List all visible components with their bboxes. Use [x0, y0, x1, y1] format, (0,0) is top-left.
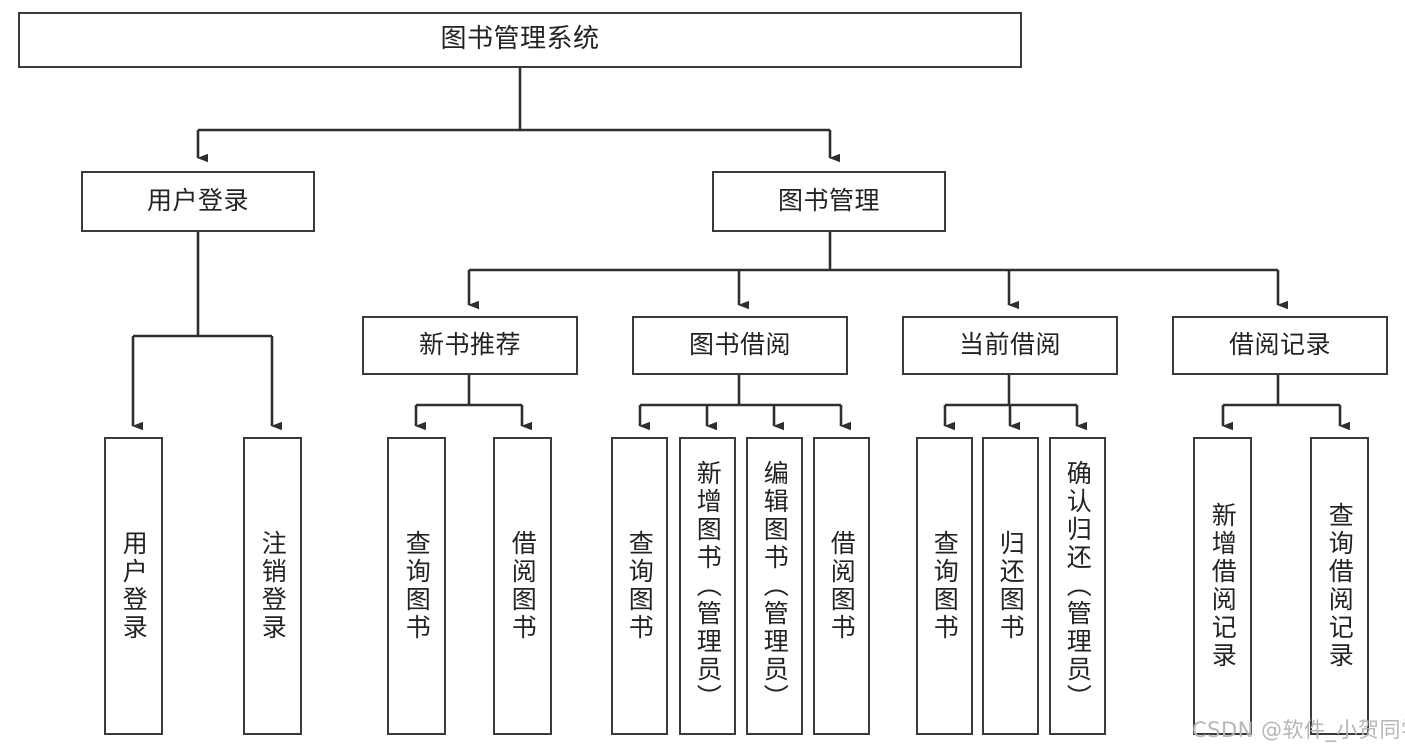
- node-label: 新增图书（管理员）: [693, 460, 723, 712]
- node-label: 用户登录: [119, 530, 149, 642]
- node-label: 查询图书: [402, 530, 432, 642]
- leaf-current-query-book[interactable]: 查询图书: [916, 437, 973, 735]
- node-label: 用户登录: [146, 186, 249, 216]
- node-label: 新增借阅记录: [1208, 502, 1238, 670]
- leaf-record-add-record[interactable]: 新增借阅记录: [1193, 437, 1252, 735]
- edge-group-user-login: [131, 232, 282, 431]
- node-book-management[interactable]: 图书管理: [712, 171, 946, 232]
- node-label: 查询图书: [930, 530, 960, 642]
- leaf-logout[interactable]: 注销登录: [243, 437, 302, 735]
- node-label: 图书管理系统: [440, 24, 600, 55]
- node-label: 编辑图书（管理员）: [760, 460, 790, 712]
- node-label: 当前借阅: [958, 330, 1061, 360]
- node-new-book-recommend[interactable]: 新书推荐: [362, 316, 578, 375]
- node-label: 借阅图书: [508, 530, 538, 642]
- node-label: 新书推荐: [418, 330, 521, 360]
- node-current-borrow[interactable]: 当前借阅: [902, 316, 1118, 375]
- edge-group-book-borrow: [638, 375, 851, 431]
- leaf-record-query-record[interactable]: 查询借阅记录: [1310, 437, 1369, 735]
- edge-group-book-manage: [467, 232, 1288, 310]
- node-label: 借阅图书: [827, 530, 857, 642]
- node-root-system[interactable]: 图书管理系统: [18, 12, 1022, 68]
- leaf-current-return-book[interactable]: 归还图书: [982, 437, 1039, 735]
- edge-group-root: [196, 68, 840, 163]
- leaf-borrow-edit-book[interactable]: 编辑图书（管理员）: [746, 437, 803, 735]
- node-label: 借阅记录: [1228, 330, 1331, 360]
- node-label: 查询图书: [625, 530, 655, 642]
- node-label: 注销登录: [258, 530, 288, 642]
- leaf-recommend-query-book[interactable]: 查询图书: [387, 437, 446, 735]
- node-borrow-record[interactable]: 借阅记录: [1172, 316, 1388, 375]
- edge-group-new-book: [414, 375, 532, 431]
- watermark-text: CSDN @软件_小贺同学: [1192, 718, 1405, 742]
- node-label: 归还图书: [996, 530, 1026, 642]
- node-user-login[interactable]: 用户登录: [81, 171, 315, 232]
- leaf-borrow-borrow-book[interactable]: 借阅图书: [813, 437, 870, 735]
- node-label: 查询借阅记录: [1325, 502, 1355, 670]
- leaf-borrow-add-book[interactable]: 新增图书（管理员）: [679, 437, 736, 735]
- node-book-borrow[interactable]: 图书借阅: [632, 316, 848, 375]
- leaf-current-confirm-return[interactable]: 确认归还（管理员）: [1049, 437, 1106, 735]
- node-label: 图书借阅: [688, 330, 791, 360]
- leaf-user-login[interactable]: 用户登录: [104, 437, 163, 735]
- leaf-recommend-borrow-book[interactable]: 借阅图书: [493, 437, 552, 735]
- node-label: 确认归还（管理员）: [1063, 460, 1093, 712]
- edge-group-borrow-record: [1221, 375, 1350, 431]
- edge-group-current-borrow: [943, 375, 1087, 431]
- node-label: 图书管理: [777, 186, 880, 216]
- leaf-borrow-query-book[interactable]: 查询图书: [611, 437, 668, 735]
